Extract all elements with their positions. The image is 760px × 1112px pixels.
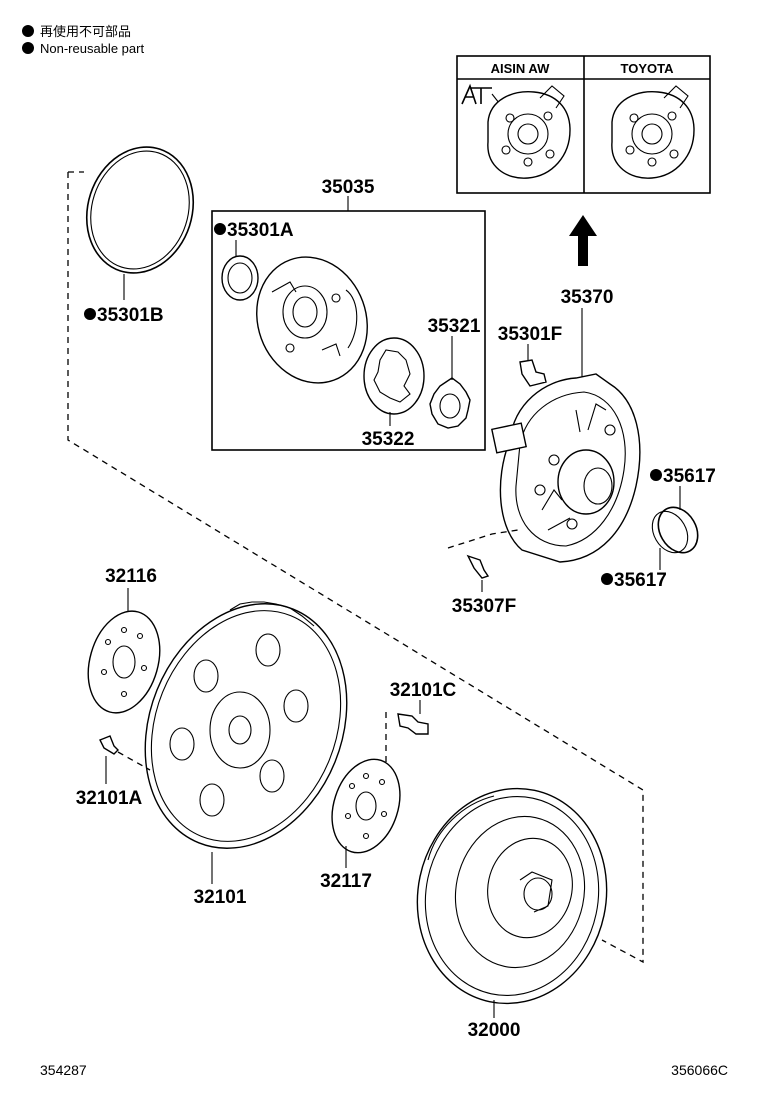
label-35301F: 35301F	[498, 324, 562, 345]
oil-seal-35301A	[221, 255, 259, 301]
footer-right-code: 356066C	[671, 1062, 728, 1078]
label-32101C: 32101C	[390, 680, 457, 701]
label-32000: 32000	[468, 1020, 521, 1041]
inset-col-toyota: TOYOTA	[621, 61, 675, 76]
oil-pump-thumbnail-toyota	[611, 85, 695, 179]
up-arrow-icon	[569, 215, 597, 266]
legend-jp-text: 再使用不可部品	[40, 24, 131, 39]
plate-32116: 32116	[87, 566, 161, 714]
bolt-32101C: 32101C	[385, 680, 457, 764]
bolt-35301F: 35301F	[498, 324, 562, 387]
non-reusable-marker-icon	[22, 25, 34, 37]
bolt-35307F: 35307F	[447, 529, 519, 617]
assembly-dashed-outline	[67, 171, 644, 964]
torque-converter-32000: 32000	[416, 787, 608, 1041]
pump-body-kit-35035: 35035 35301A 35322	[211, 177, 486, 451]
legend-en-text: Non-reusable part	[40, 41, 144, 56]
label-35035: 35035	[322, 177, 375, 198]
label-32117: 32117	[320, 871, 372, 892]
oil-pump-thumbnail-aisin	[487, 85, 571, 179]
label-35617-bottom: 35617	[614, 570, 667, 591]
drive-plate-32101: 32101	[144, 601, 348, 908]
label-32116: 32116	[105, 566, 157, 587]
oil-pump-assembly-35370: 35370	[491, 287, 641, 563]
label-35307F: 35307F	[452, 596, 516, 617]
o-ring-35301B: 35301B	[84, 146, 195, 326]
footer-left-code: 354287	[40, 1062, 87, 1078]
label-35617-top: 35617	[663, 466, 716, 487]
drive-gear-35321: 35321	[428, 316, 481, 429]
pump-body	[256, 256, 368, 384]
legend: 再使用不可部品 Non-reusable part	[22, 24, 144, 56]
non-reusable-marker-icon	[22, 42, 34, 54]
plate-32117: 32117	[320, 758, 401, 892]
label-32101: 32101	[194, 887, 247, 908]
seal-ring-35617: 35617 35617	[601, 466, 716, 591]
label-35321: 35321	[428, 316, 481, 337]
driven-gear-35322: 35322	[362, 337, 425, 450]
label-35301A: 35301A	[227, 220, 294, 241]
bolt-32101A: 32101A	[76, 735, 151, 809]
inset-box: AISIN AW TOYOTA	[456, 55, 711, 194]
label-35322: 35322	[362, 429, 415, 450]
label-35370: 35370	[561, 287, 614, 308]
inset-col-aisin: AISIN AW	[491, 61, 550, 76]
label-35301B: 35301B	[97, 305, 164, 326]
label-32101A: 32101A	[76, 788, 143, 809]
